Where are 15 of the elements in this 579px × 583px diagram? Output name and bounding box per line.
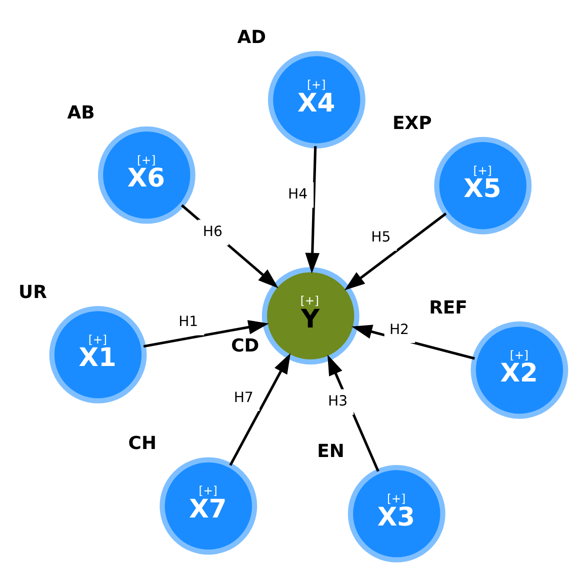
node-label: AD [237, 26, 266, 48]
node-label: CD [231, 334, 260, 356]
edge-label: H3 [328, 393, 348, 410]
edge-label: H6 [202, 224, 223, 240]
node-label: EN [317, 440, 344, 462]
edge-label: H4 [288, 186, 308, 202]
edge-label: H7 [234, 389, 254, 406]
edge-label: H2 [389, 321, 410, 338]
node-label: UR [18, 281, 47, 302]
node-label: AB [67, 102, 95, 123]
edge-label: H5 [371, 228, 391, 245]
node-label: REF [429, 296, 468, 318]
node-label: EXP [392, 112, 432, 134]
node-label: CH [128, 432, 156, 454]
edge-label: H1 [178, 314, 198, 330]
